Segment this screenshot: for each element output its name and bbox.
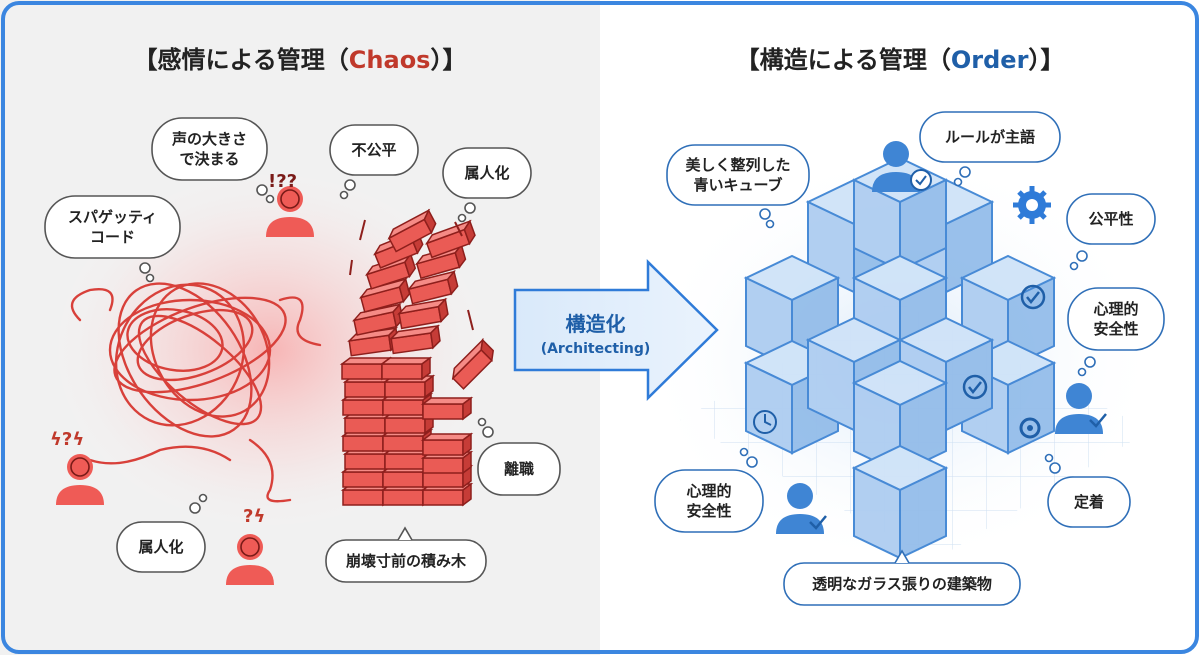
check-icon [1020,284,1046,310]
smiling-person-icon [872,141,932,192]
bubble-safety-right-text: 心理的 安全性 [1093,299,1139,338]
svg-text:?ϟ: ?ϟ [243,506,265,527]
sad-person-icon: ?ϟ [226,506,274,585]
bubble-rules-text: ルールが主語 [944,127,1035,146]
worried-person-icon: !?? [266,171,314,237]
building-caption-text: 透明なガラス張りの建築物 [812,574,992,593]
bubble-voice-text: 声の大きさ で決まる [171,129,247,168]
chaos-title-prefix: 【感情による管理（ [133,46,349,74]
bubble-beautiful-text: 美しく整列した 青いキューブ [685,155,791,194]
smiling-person-icon-right [1055,383,1107,434]
thought-bubble-safety-left [654,447,764,533]
blocks-caption-text: 崩壊寸前の積み木 [345,551,466,570]
chaos-title-accent: Chaos [348,46,431,74]
chaos-title: 【感情による管理（Chaos）】 [0,40,600,75]
structuring-arrow [513,259,719,401]
thought-bubble-zokujinka-bottom [116,493,208,573]
thought-bubble-beautiful [666,144,810,229]
bubble-teichaku-text: 定着 [1073,492,1104,511]
svg-text:ϟ?ϟ: ϟ?ϟ [50,429,84,450]
arrow-sublabel: (Architecting) [540,341,651,357]
thought-bubble-unfair [329,124,419,200]
order-title-accent: Order [950,46,1029,74]
bubble-zokujinka-top-text: 属人化 [464,163,510,182]
order-title: 【構造による管理（Order）】 [600,40,1200,75]
thought-bubble-safety-right [1067,287,1165,377]
thought-bubble-spaghetti [44,195,181,283]
thought-bubble-fairness [1066,193,1156,271]
speech-bubble-blocks-caption [325,526,487,583]
thought-bubble-rishoku [477,417,561,496]
svg-text:!??: !?? [268,171,297,192]
collapsing-blocks-icon [341,209,499,506]
spaghetti-tangle-icon [70,282,322,503]
gear-icon-small [1019,417,1041,439]
smiling-person-icon-left [776,483,827,534]
arrow-label: 構造化 [565,312,626,336]
bubble-unfair-text: 不公平 [351,140,397,159]
thought-bubble-voice [151,117,275,204]
order-title-suffix: ）】 [1028,46,1065,74]
bubble-safety-left-text: 心理的 安全性 [686,481,732,520]
gear-icon [1013,186,1051,224]
bubble-fairness-text: 公平性 [1088,209,1134,228]
bubble-zokujinka-bottom-text: 属人化 [138,537,184,556]
wall-clock-icon [753,410,777,434]
thought-bubble-rules [919,111,1061,187]
angry-person-icon: ϟ?ϟ [50,429,104,505]
thought-bubble-zokujinka-top [442,147,532,223]
bubble-spaghetti-text: スパゲッティ コード [67,207,158,246]
speech-bubble-building-caption [783,549,1021,606]
chaos-title-suffix: ）】 [430,46,467,74]
check-icon-cube [962,374,988,400]
thought-bubble-teichaku [1044,453,1131,528]
bubble-rishoku-text: 離職 [503,459,534,478]
order-title-prefix: 【構造による管理（ [735,46,951,74]
